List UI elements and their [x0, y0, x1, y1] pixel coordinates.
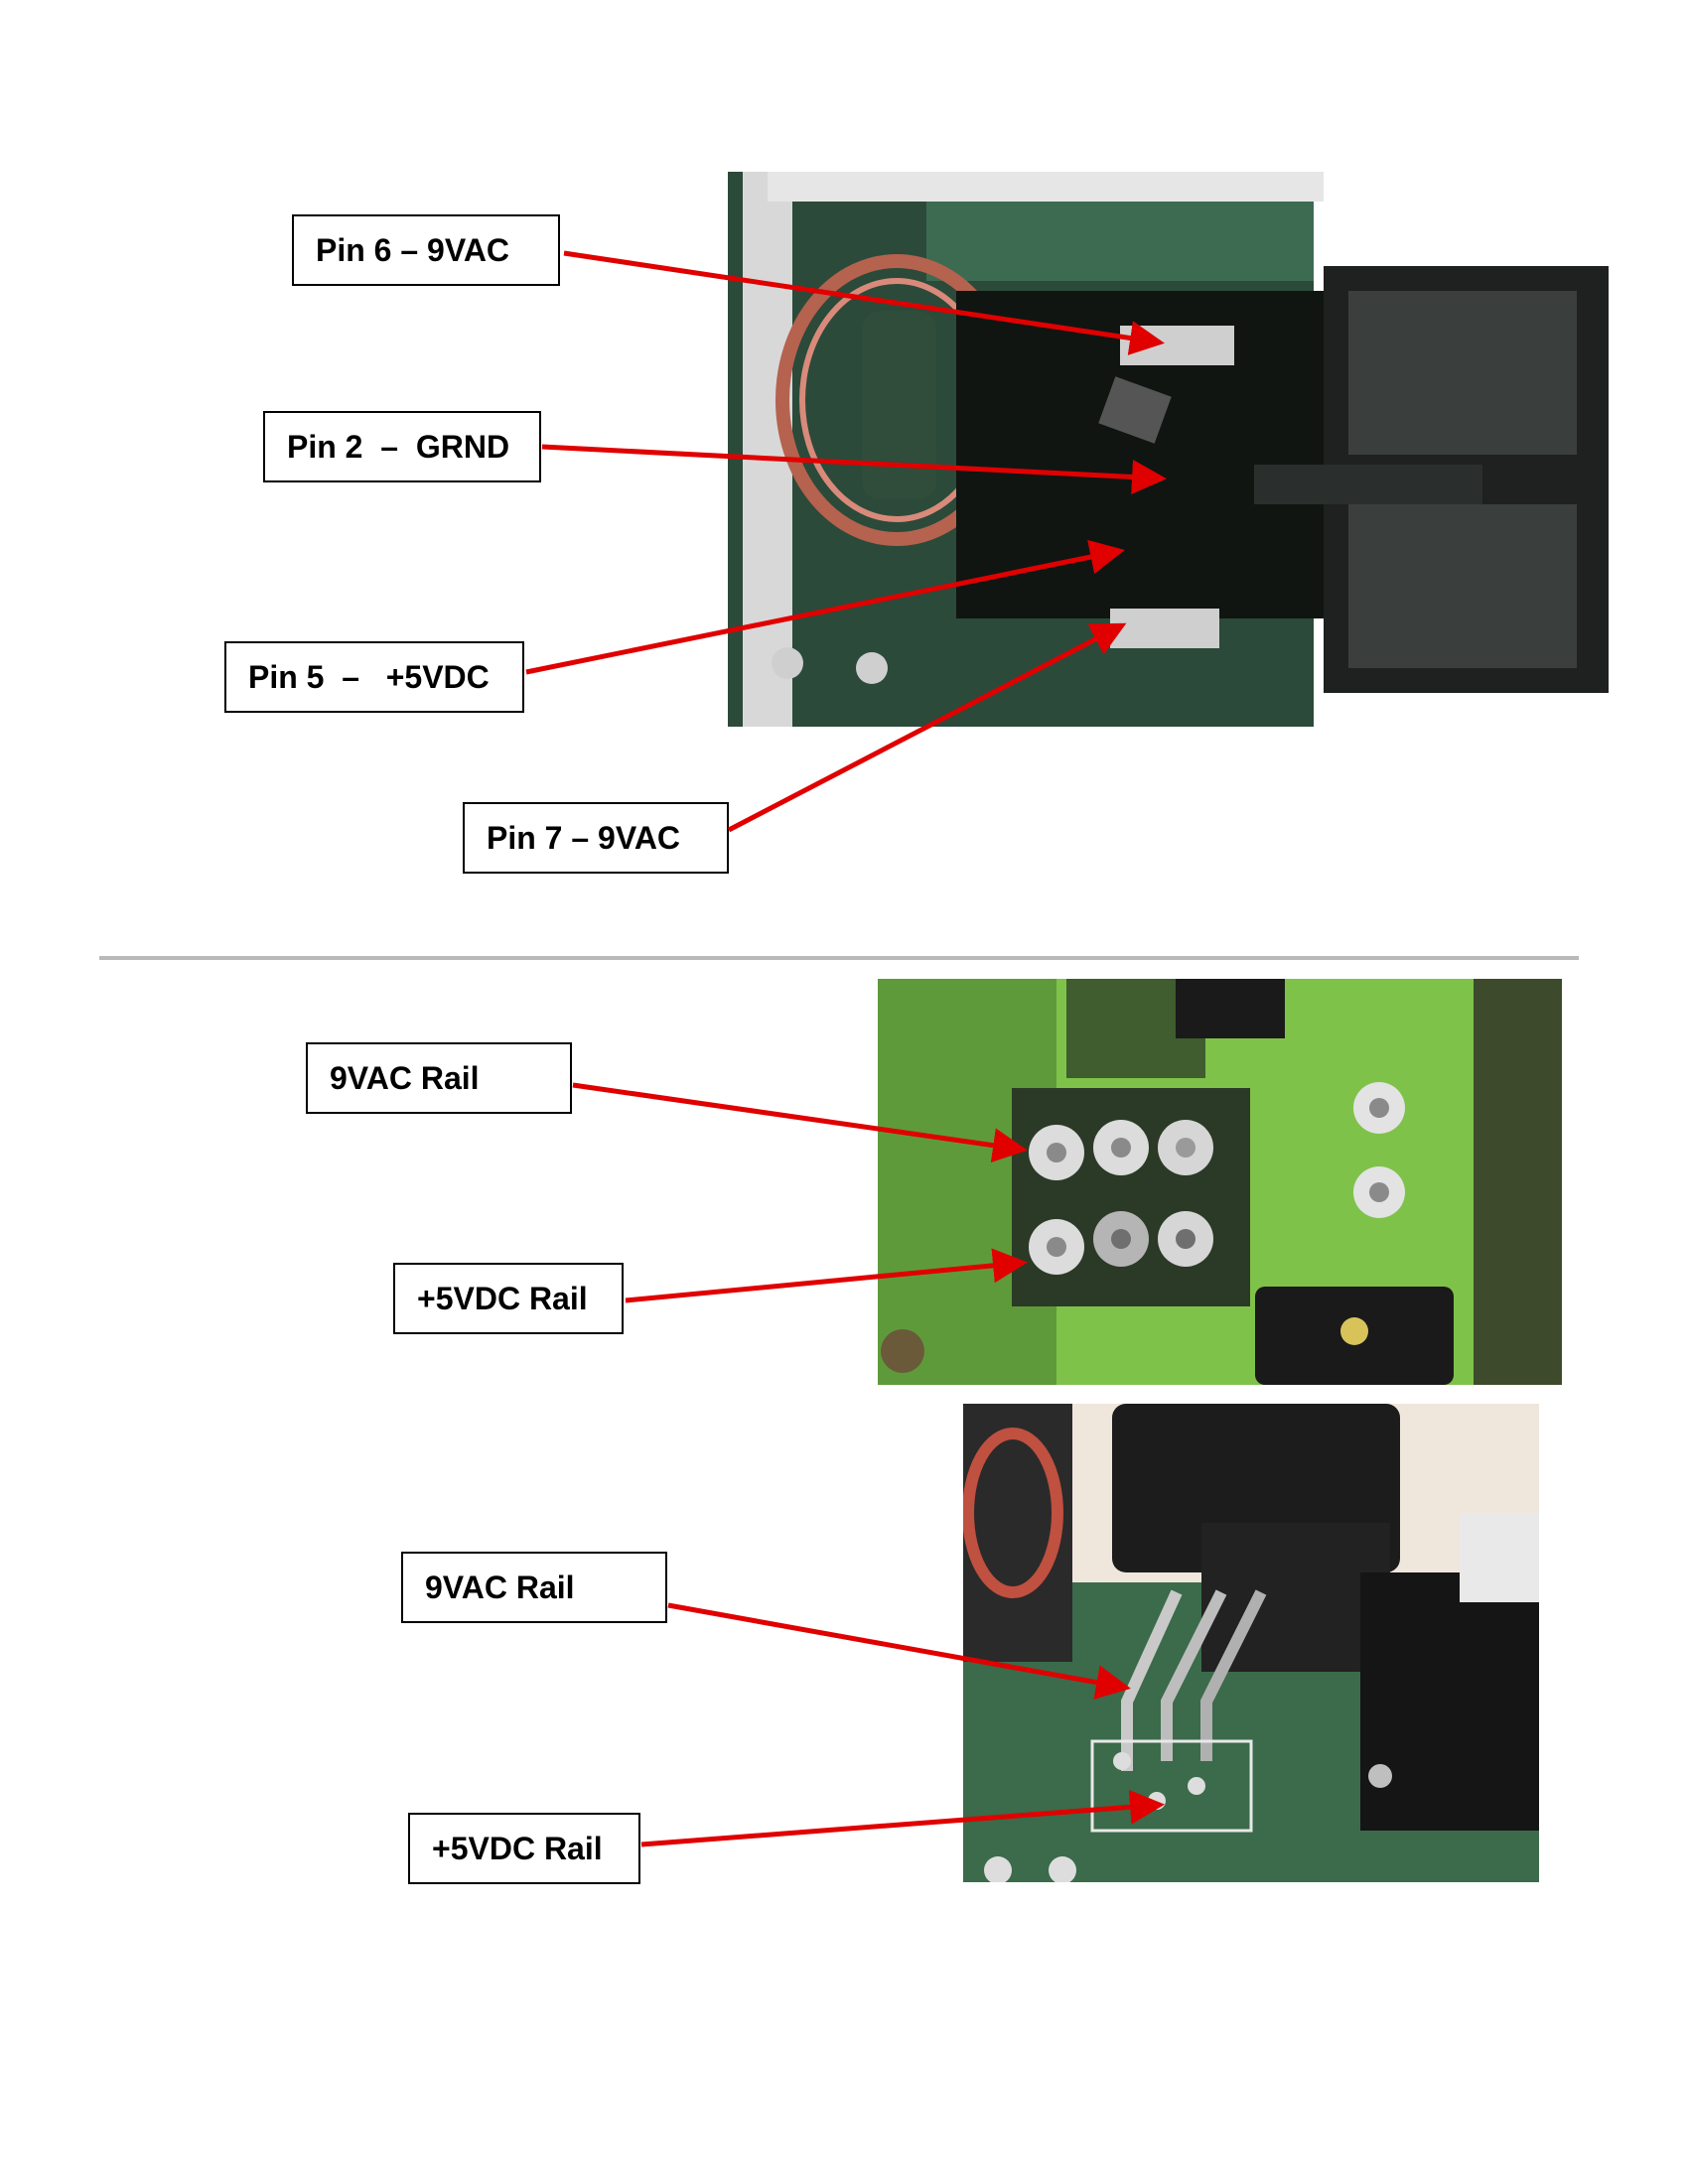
label-5vdc-rail-middle: +5VDC Rail	[393, 1263, 624, 1334]
rail-wires-illustration	[963, 1404, 1539, 1882]
label-pin7-9vac: Pin 7 – 9VAC	[463, 802, 729, 874]
rail-wires-photo	[963, 1404, 1539, 1882]
rail-pads-illustration	[878, 979, 1562, 1385]
connector-closeup-photo	[728, 172, 1609, 727]
section-divider	[99, 956, 1579, 960]
label-pin2-grnd: Pin 2 – GRND	[263, 411, 541, 482]
label-pin5-5vdc: Pin 5 – +5VDC	[224, 641, 524, 713]
label-9vac-rail-middle: 9VAC Rail	[306, 1042, 572, 1114]
label-pin6-9vac: Pin 6 – 9VAC	[292, 214, 560, 286]
connector-closeup-illustration	[728, 172, 1609, 727]
rail-pads-photo	[878, 979, 1562, 1385]
label-5vdc-rail-bottom: +5VDC Rail	[408, 1813, 640, 1884]
label-9vac-rail-bottom: 9VAC Rail	[401, 1552, 667, 1623]
